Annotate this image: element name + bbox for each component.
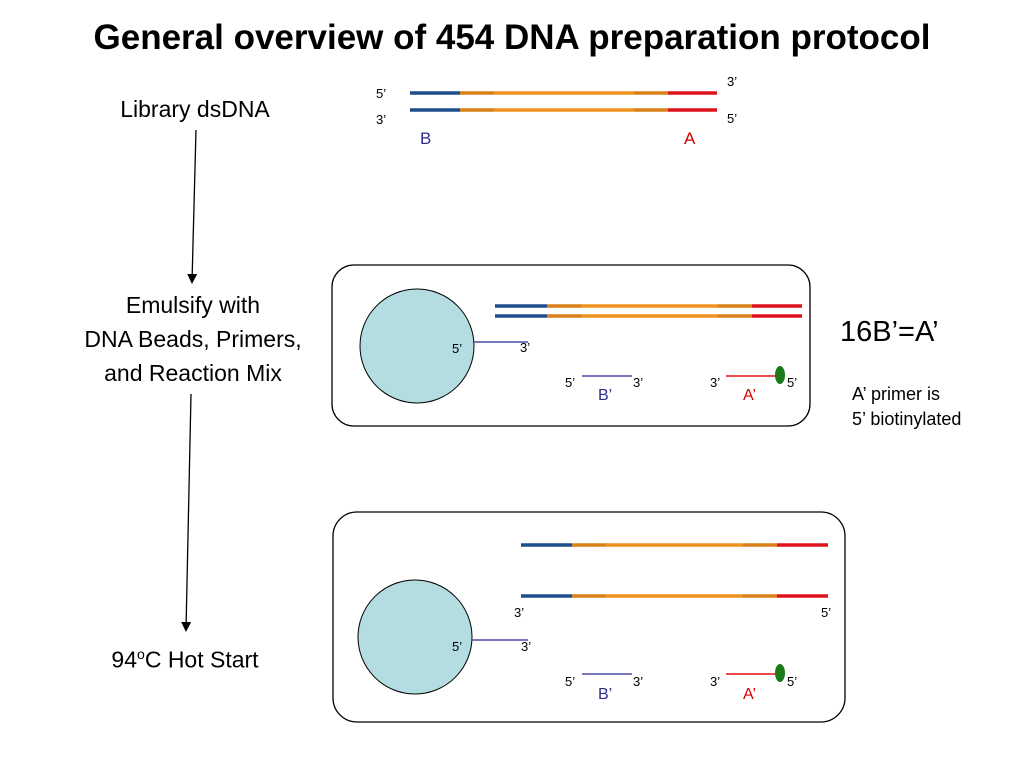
biotin-label-1	[775, 366, 785, 384]
dsdna-top-right-end: 3’	[727, 74, 737, 89]
primer-a-2-three: 3’	[710, 674, 720, 689]
primer-b-2-five: 5’	[565, 674, 575, 689]
dsdna-top-left-end: 5’	[376, 86, 386, 101]
bead-primer-2-three: 3’	[521, 639, 531, 654]
step-emulsify: Emulsify with DNA Beads, Primers, and Re…	[48, 288, 338, 390]
primer-b-2-three: 3’	[633, 674, 643, 689]
step-emulsify-line1: Emulsify with	[125, 292, 261, 318]
primer-a-1-label: A’	[743, 387, 756, 404]
primer-b-2-label: B’	[598, 686, 612, 703]
step-library-dsdna: Library dsDNA	[90, 92, 300, 126]
dsdna-bottom-right-end: 5’	[727, 111, 737, 126]
dna-bead-2	[357, 579, 473, 695]
step-hot-start: 94oC Hot Start	[70, 637, 300, 677]
primer-note-line2: 5’ biotinylated	[852, 409, 962, 429]
primer-b-1-three: 3’	[633, 375, 643, 390]
library-dsdna-molecule: 5’ 3’ 3’ 5’ B A	[376, 74, 737, 148]
step-emulsify-line2: DNA Beads, Primers,	[84, 326, 302, 352]
adapter-b-label: B	[420, 129, 431, 148]
primer-equation: 16B’=A’	[840, 316, 939, 348]
hotstart-degree: o	[137, 646, 145, 662]
droplet-1-boundary	[331, 264, 811, 427]
dna-bead-1	[359, 288, 475, 404]
primer-a-1-five: 5’	[787, 375, 797, 390]
page-title: General overview of 454 DNA preparation …	[93, 18, 931, 57]
primer-note-line1: A’ primer is	[852, 384, 941, 404]
hotstart-label: C Hot Start	[144, 646, 259, 673]
primer-a-2-label: A’	[743, 686, 756, 703]
primer-a-1-three: 3’	[710, 375, 720, 390]
strand-2-left-end: 3’	[514, 605, 524, 620]
primer-b-1-label: B’	[598, 387, 612, 404]
emulsion-droplet-1: 5’ 3’ 5’ 3’ B’ 3’ 5’ A’	[331, 264, 811, 427]
bead-primer-2-five: 5’	[452, 639, 462, 654]
droplet-2-boundary	[332, 511, 846, 723]
adapter-a-label: A	[684, 129, 696, 148]
biotin-label-2	[775, 664, 785, 682]
hotstart-temp: 94	[111, 646, 138, 673]
emulsion-droplet-2: 3’ 5’ 5’ 3’ 5’ 3’ B’ 3’ 5’ A’	[332, 511, 846, 723]
step-emulsify-line3: and Reaction Mix	[104, 360, 282, 386]
dsdna-bottom-left-end: 3’	[376, 112, 386, 127]
bead-primer-1-three: 3’	[520, 340, 530, 355]
bead-primer-1-five: 5’	[452, 341, 462, 356]
primer-note: A’ primer is 5’ biotinylated	[852, 382, 961, 432]
flow-arrow-1	[187, 129, 198, 284]
step-library-label: Library dsDNA	[120, 96, 270, 122]
primer-b-1-five: 5’	[565, 375, 575, 390]
primer-a-2-five: 5’	[787, 674, 797, 689]
strand-2-right-end: 5’	[821, 605, 831, 620]
flow-arrow-2	[181, 393, 192, 632]
